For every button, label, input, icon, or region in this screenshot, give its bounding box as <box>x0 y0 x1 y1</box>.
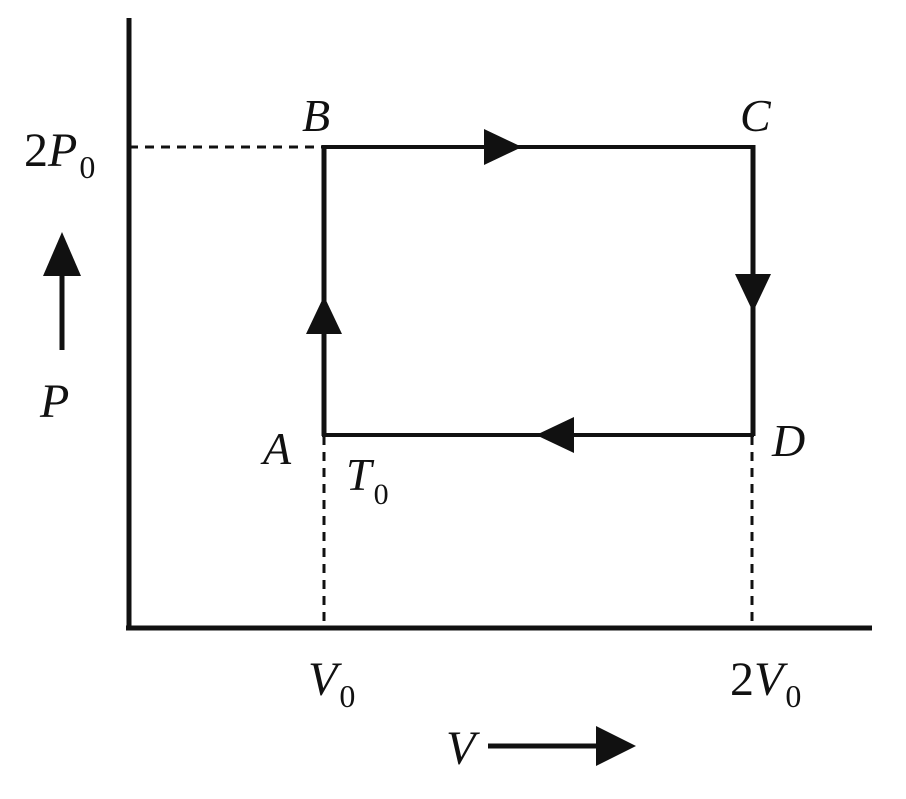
x-tick-v0: V0 <box>308 653 355 714</box>
arrow-da-icon <box>536 417 574 453</box>
v-axis-arrow-icon <box>596 726 636 766</box>
temperature-label-a: T0 <box>346 449 389 511</box>
y-axis-label: P <box>39 375 69 428</box>
point-label-a: A <box>260 423 292 474</box>
x-axis-label: V <box>446 722 480 775</box>
point-label-b: B <box>302 90 330 141</box>
y-tick-2p0: 2P0 <box>24 124 95 185</box>
arrow-bc-icon <box>484 129 522 165</box>
x-tick-2v0: 2V0 <box>730 653 801 714</box>
arrow-cd-icon <box>735 274 771 312</box>
point-label-c: C <box>740 90 772 141</box>
arrow-ab-icon <box>306 296 342 334</box>
p-axis-arrow-icon <box>43 232 81 276</box>
point-label-d: D <box>771 415 805 466</box>
